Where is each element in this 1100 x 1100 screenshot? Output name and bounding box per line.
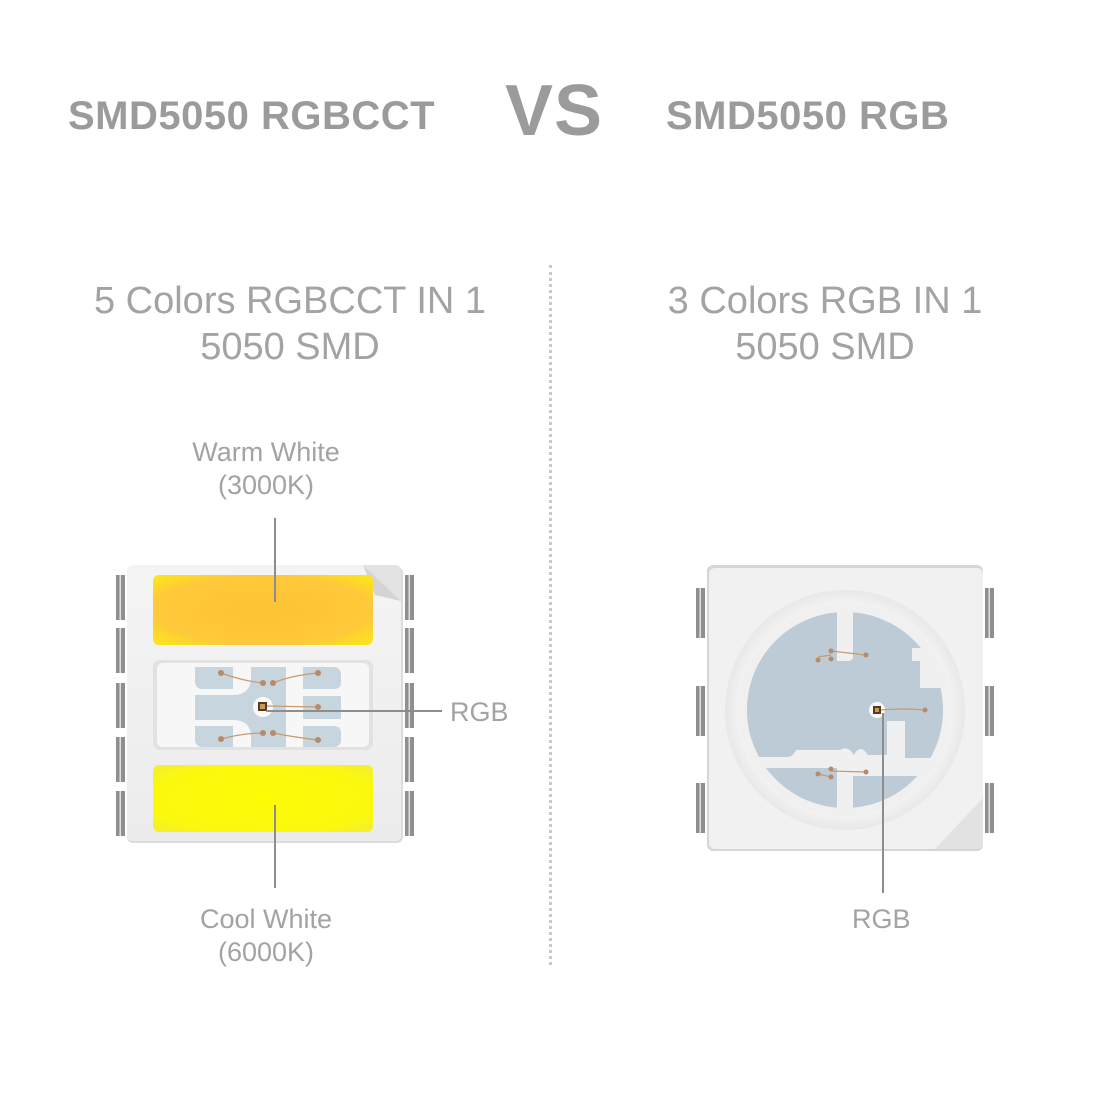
- right-title: SMD5050 RGB: [666, 94, 950, 138]
- left-subtitle-line2: 5050 SMD: [200, 326, 380, 368]
- cool-white-temp: (6000K): [217, 937, 315, 967]
- right-rgb-label: RGB: [852, 904, 911, 934]
- left-subtitle-line1: 5 Colors RGBCCT IN 1: [93, 280, 487, 322]
- right-rgb-leader-line: [882, 713, 884, 893]
- warm-white-label: Warm White (3000K): [166, 436, 366, 502]
- dotted-divider: [549, 265, 552, 965]
- right-subtitle-line2: 5050 SMD: [735, 326, 915, 368]
- warm-white-temp: (3000K): [217, 470, 315, 500]
- right-subtitle: 3 Colors RGB IN 1 5050 SMD: [600, 278, 1050, 370]
- left-title: SMD5050 RGBCCT: [68, 94, 436, 138]
- left-rgb-leader-overlay: [266, 710, 442, 712]
- rgbcct-chip-graphic: [116, 565, 414, 843]
- warm-white-text: Warm White: [192, 437, 340, 467]
- rgbcct-chip: [113, 565, 417, 845]
- cool-white-text: Cool White: [199, 904, 333, 934]
- vs-label: VS: [505, 71, 604, 151]
- rgb-chip: [690, 563, 1000, 853]
- warm-white-leader-overlay: [274, 518, 276, 602]
- cool-white-label: Cool White (6000K): [166, 903, 366, 969]
- left-subtitle: 5 Colors RGBCCT IN 1 5050 SMD: [60, 278, 520, 370]
- right-subtitle-line1: 3 Colors RGB IN 1: [667, 280, 983, 322]
- left-rgb-label: RGB: [450, 697, 509, 727]
- cool-white-leader-overlay: [274, 805, 276, 888]
- rgb-chip-graphic: [696, 565, 994, 851]
